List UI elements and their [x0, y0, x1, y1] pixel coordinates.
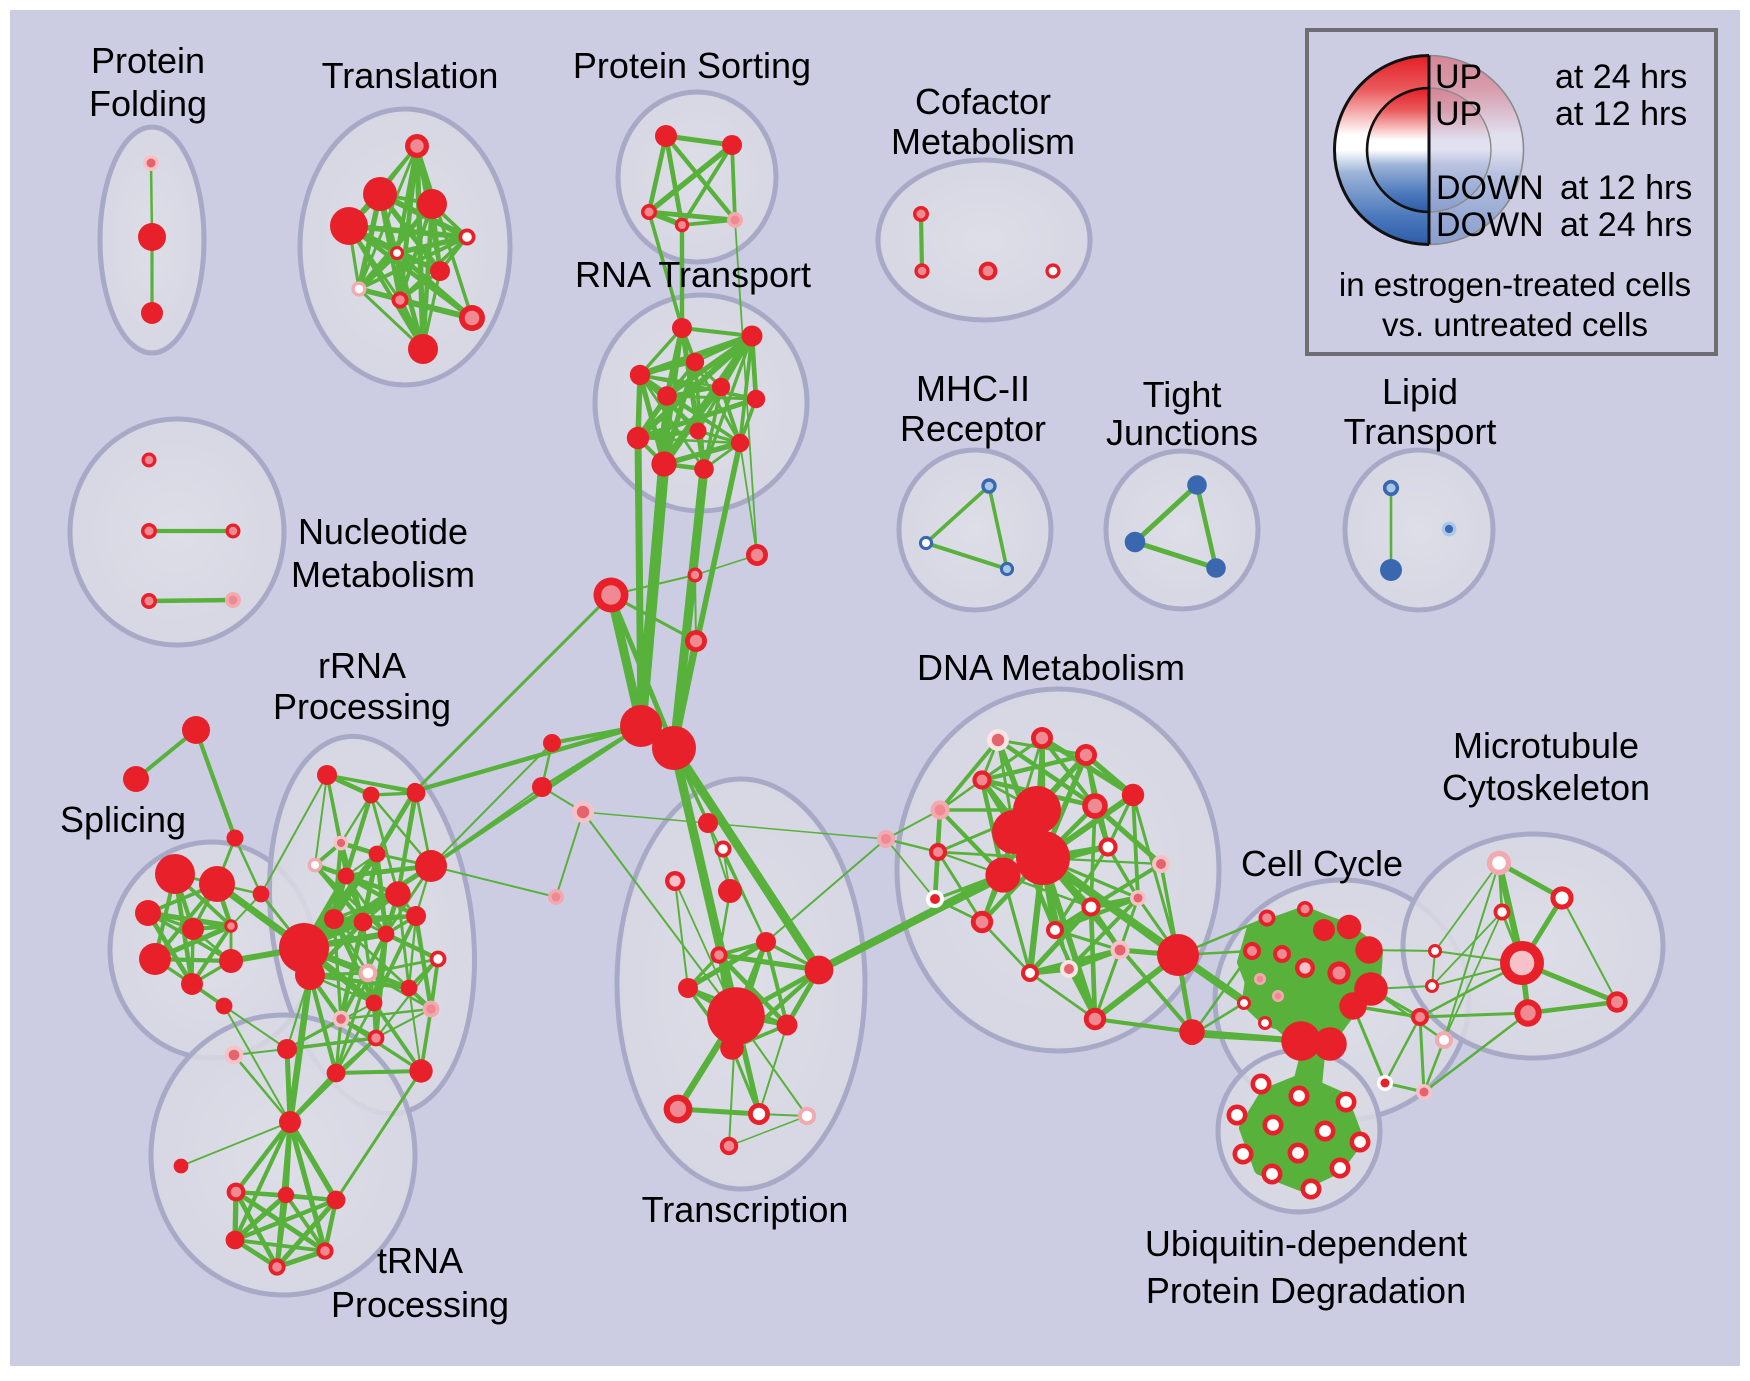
svg-text:at 24 hrs: at 24 hrs: [1560, 206, 1692, 244]
svg-text:rRNA: rRNA: [318, 645, 406, 686]
svg-text:Folding: Folding: [89, 83, 207, 124]
svg-text:Receptor: Receptor: [900, 408, 1046, 449]
svg-text:UP: UP: [1435, 95, 1482, 133]
svg-text:Protein: Protein: [91, 40, 205, 81]
svg-text:Processing: Processing: [331, 1284, 509, 1325]
svg-text:RNA Transport: RNA Transport: [575, 254, 811, 295]
svg-text:DOWN: DOWN: [1436, 169, 1544, 207]
svg-text:Ubiquitin-dependent: Ubiquitin-dependent: [1145, 1223, 1467, 1264]
svg-text:vs. untreated cells: vs. untreated cells: [1382, 306, 1648, 343]
svg-text:Microtubule: Microtubule: [1453, 725, 1639, 766]
svg-text:at 12 hrs: at 12 hrs: [1560, 169, 1692, 207]
svg-text:Cofactor: Cofactor: [915, 81, 1051, 122]
svg-text:at 12 hrs: at 12 hrs: [1555, 95, 1687, 133]
svg-text:Processing: Processing: [273, 686, 451, 727]
svg-text:Metabolism: Metabolism: [291, 554, 475, 595]
svg-text:Cell Cycle: Cell Cycle: [1241, 843, 1403, 884]
svg-text:UP: UP: [1435, 58, 1482, 96]
svg-text:Lipid: Lipid: [1382, 371, 1458, 412]
svg-text:Transport: Transport: [1344, 411, 1497, 452]
svg-text:Protein Degradation: Protein Degradation: [1146, 1270, 1466, 1311]
svg-text:Junctions: Junctions: [1106, 412, 1258, 453]
svg-text:Metabolism: Metabolism: [891, 121, 1075, 162]
svg-text:DNA Metabolism: DNA Metabolism: [917, 647, 1185, 688]
svg-text:tRNA: tRNA: [377, 1240, 463, 1281]
svg-text:Translation: Translation: [322, 55, 499, 96]
svg-text:DOWN: DOWN: [1436, 206, 1544, 244]
svg-text:Protein Sorting: Protein Sorting: [573, 45, 811, 86]
svg-text:in estrogen-treated cells: in estrogen-treated cells: [1339, 266, 1691, 303]
svg-text:Cytoskeleton: Cytoskeleton: [1442, 767, 1650, 808]
svg-text:at 24 hrs: at 24 hrs: [1555, 58, 1687, 96]
svg-text:MHC-II: MHC-II: [916, 368, 1030, 409]
svg-text:Nucleotide: Nucleotide: [298, 511, 468, 552]
svg-text:Transcription: Transcription: [642, 1189, 849, 1230]
svg-text:Tight: Tight: [1143, 374, 1222, 415]
svg-text:Splicing: Splicing: [60, 799, 186, 840]
